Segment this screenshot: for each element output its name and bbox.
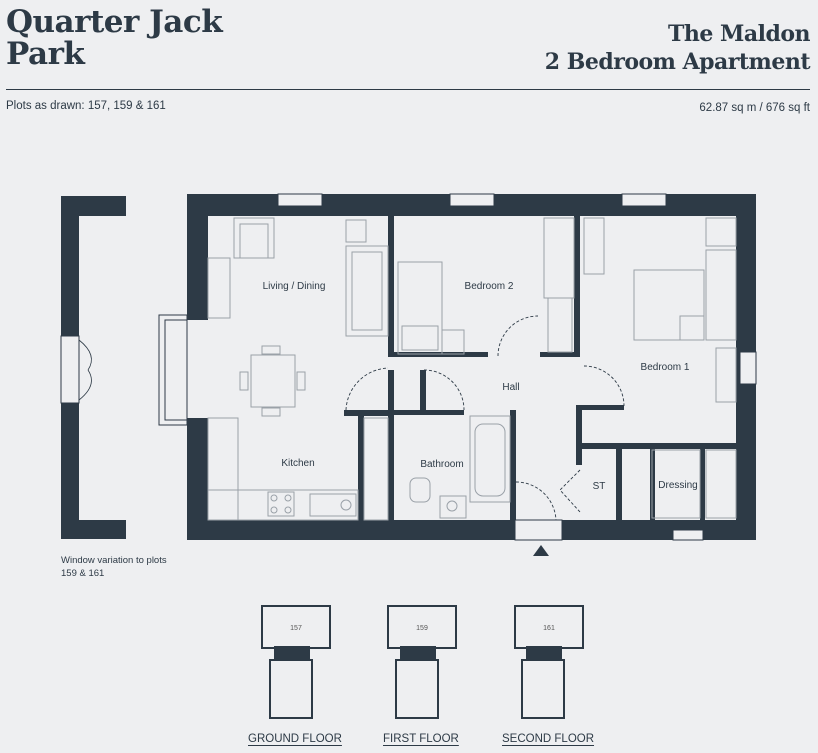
window-variation-note: Window variation to plots 159 & 161 — [61, 555, 167, 579]
door-swings — [345, 315, 625, 521]
key-plan-ground-plot: 157 — [290, 625, 302, 632]
room-label-store: ST — [593, 481, 606, 492]
key-plan-first: 159 — [387, 605, 457, 719]
key-plan-second-plot: 161 — [543, 625, 555, 632]
key-plan-second: 161 — [514, 605, 584, 719]
room-label-dressing: Dressing — [658, 480, 697, 491]
key-plan-first-label: FIRST FLOOR — [383, 733, 459, 745]
room-label-hall: Hall — [502, 382, 519, 393]
apartment-title-block: The Maldon 2 Bedroom Apartment — [544, 20, 811, 76]
key-plan-first-plot: 159 — [416, 625, 428, 632]
development-title: Quarter Jack Park — [6, 4, 223, 72]
furniture — [207, 217, 737, 521]
room-label-bedroom-2: Bedroom 2 — [465, 281, 514, 292]
key-plan-ground: 157 — [261, 605, 331, 719]
windows — [158, 193, 757, 541]
area-note: 62.87 sq m / 676 sq ft — [699, 102, 810, 114]
apartment-type: 2 Bedroom Apartment — [544, 49, 811, 75]
key-plan-ground-label: GROUND FLOOR — [248, 733, 342, 745]
header-divider — [6, 89, 810, 90]
room-label-kitchen: Kitchen — [281, 458, 314, 469]
room-label-bathroom: Bathroom — [420, 459, 463, 470]
key-plan-second-label: SECOND FLOOR — [502, 733, 595, 745]
room-label-bedroom-1: Bedroom 1 — [641, 362, 690, 373]
entrance — [514, 519, 563, 556]
room-label-living-dining: Living / Dining — [263, 281, 326, 292]
plots-note: Plots as drawn: 157, 159 & 161 — [6, 100, 166, 112]
window-variation-diagram — [60, 196, 126, 539]
apartment-name: The Maldon — [667, 21, 811, 47]
entrance-arrow-icon — [533, 545, 549, 556]
